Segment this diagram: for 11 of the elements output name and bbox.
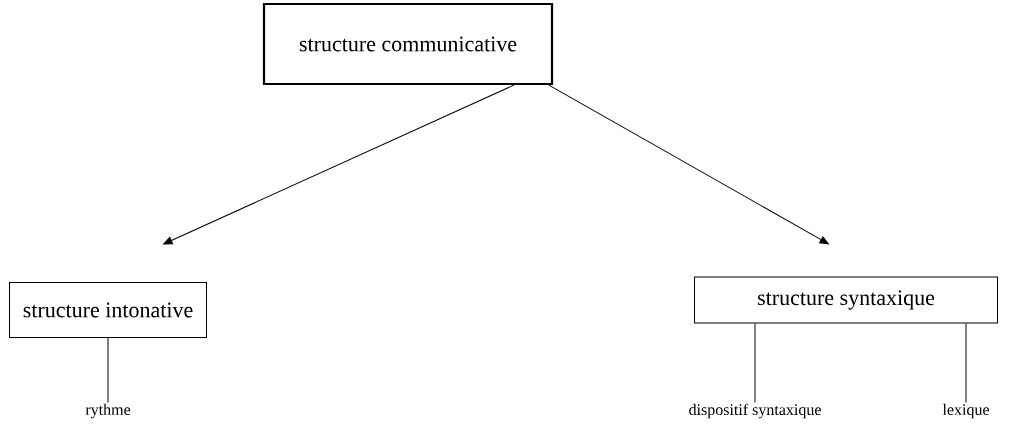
connector-line: [107, 337, 109, 404]
node-label: lexique: [942, 403, 989, 419]
node-label: rythme: [85, 403, 131, 419]
structure-box: structure communicative: [262, 2, 554, 86]
structure-box: structure syntaxique: [694, 276, 998, 324]
arrow: [163, 84, 515, 245]
structure-box: structure intonative: [9, 282, 207, 338]
arrow: [548, 84, 829, 245]
node-label: dispositif syntaxique: [689, 403, 821, 419]
connector-line: [754, 323, 756, 403]
connector-line: [965, 323, 967, 404]
